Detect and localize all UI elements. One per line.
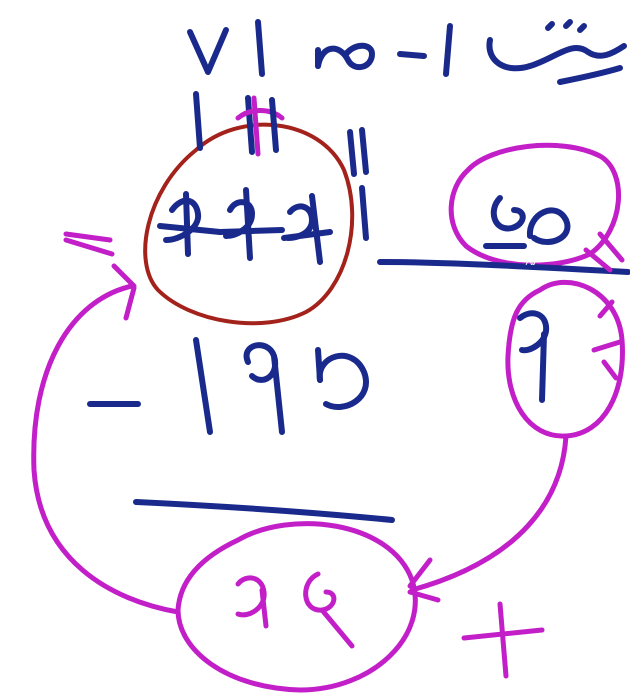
result-line: [133, 499, 395, 523]
heading-text: تمرین ۱ ص ۷۱: [555, 3, 630, 18]
cycle-arrows: [31, 231, 625, 615]
heading-handwritten: [187, 19, 627, 85]
subtraction-row: [87, 337, 369, 435]
plus-sign-text: +: [499, 682, 507, 693]
top-right-circle: [448, 142, 621, 268]
minus-sign: -: [112, 412, 116, 423]
right-circle: [505, 279, 625, 439]
top-right-circle-value: ۶۵: [525, 257, 536, 268]
subtraction-value: ۱۹۵: [272, 462, 288, 473]
right-circle-value: ۳: [562, 422, 568, 433]
top-circle: [143, 91, 369, 326]
connector-line: [377, 259, 630, 275]
bottom-circle: [175, 521, 418, 693]
bottom-circle-value: ۳۶: [295, 676, 306, 687]
top-circle-value: ۳۴۴: [237, 297, 253, 308]
plus-sign: [461, 601, 545, 679]
